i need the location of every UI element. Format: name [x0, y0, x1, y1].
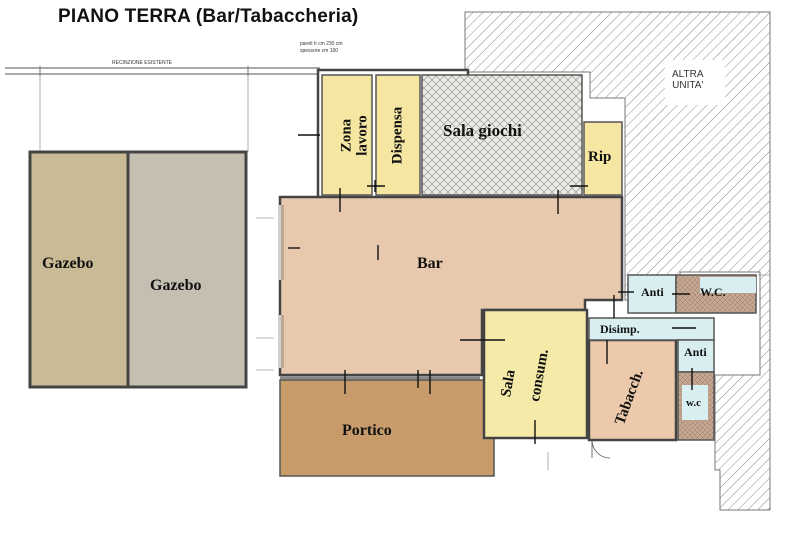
room-label-gazebo-right: Gazebo — [150, 277, 202, 294]
pareti-note-2: spessore cm 100 — [300, 48, 339, 54]
room-label-gazebo-left: Gazebo — [42, 255, 94, 272]
room-label-dispensa: Dispensa — [389, 106, 406, 165]
anti-top-area — [627, 274, 677, 314]
room-label-rip: Rip — [588, 149, 612, 165]
altra-line-2: UNITA' — [672, 79, 704, 91]
room-label-wc-top: W.C. — [700, 285, 726, 299]
sala-consum-area — [482, 308, 589, 440]
room-label-anti-right: Anti — [684, 345, 707, 359]
anti-right-area — [677, 339, 715, 373]
page-title: PIANO TERRA (Bar/Tabaccheria) — [58, 6, 359, 27]
room-label-portico: Portico — [342, 422, 392, 439]
room-label-zona: Zona — [338, 118, 355, 153]
rip-area — [583, 121, 623, 196]
tabacch-area — [587, 338, 678, 442]
room-label-anti-top: Anti — [641, 285, 664, 299]
pareti-note-1: pareti h cm 230 cm — [300, 41, 343, 47]
sala-giochi-area — [421, 74, 583, 196]
altra-unita-area — [464, 11, 771, 511]
room-label-lavoro: lavoro — [354, 115, 371, 156]
room-label-bar: Bar — [417, 255, 443, 272]
gazebo-right-area — [126, 150, 248, 389]
disimp-area — [588, 317, 715, 341]
recinzione-note: RECINZIONE ESISTENTE — [112, 60, 173, 66]
room-label-disimp: Disimp. — [600, 322, 640, 336]
room-label-sala-giochi: Sala giochi — [443, 121, 522, 140]
dispensa-area — [375, 74, 421, 196]
altra-unita-label: ALTRA UNITA' — [672, 69, 704, 91]
zona-lavoro-area — [321, 74, 373, 196]
room-label-wc-bottom: w.c — [686, 397, 701, 409]
altra-line-1: ALTRA — [672, 69, 704, 80]
